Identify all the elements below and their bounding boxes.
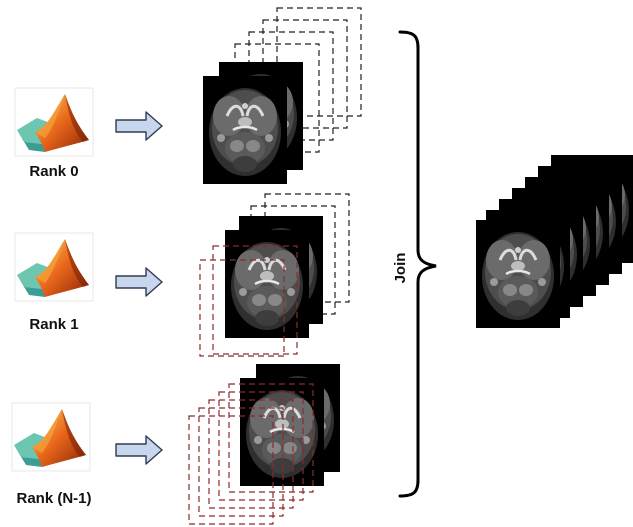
slice-stack-rank-n-1 bbox=[188, 362, 342, 525]
matlab-logo-rank-n-1 bbox=[11, 402, 91, 472]
rank-n-1-label: Rank (N-1) bbox=[16, 490, 91, 507]
join-brace bbox=[398, 30, 437, 498]
join-label: Join bbox=[392, 253, 409, 284]
matlab-logo-rank-1 bbox=[14, 232, 94, 302]
mri-slice bbox=[201, 74, 289, 186]
rank-0-label: Rank 0 bbox=[29, 163, 78, 180]
slice-stack-rank-1 bbox=[199, 193, 350, 357]
arrow-icon-rank-0 bbox=[115, 111, 163, 141]
joined-slice-stack bbox=[474, 153, 633, 330]
mri-slice bbox=[238, 376, 326, 488]
matlab-logo-rank-0 bbox=[14, 87, 94, 157]
arrow-icon-rank-1 bbox=[115, 267, 163, 297]
slice-stack-rank-0 bbox=[201, 7, 362, 186]
mri-slice bbox=[474, 218, 562, 330]
arrow-icon-rank-n-1 bbox=[115, 435, 163, 465]
rank-1-label: Rank 1 bbox=[29, 316, 78, 333]
